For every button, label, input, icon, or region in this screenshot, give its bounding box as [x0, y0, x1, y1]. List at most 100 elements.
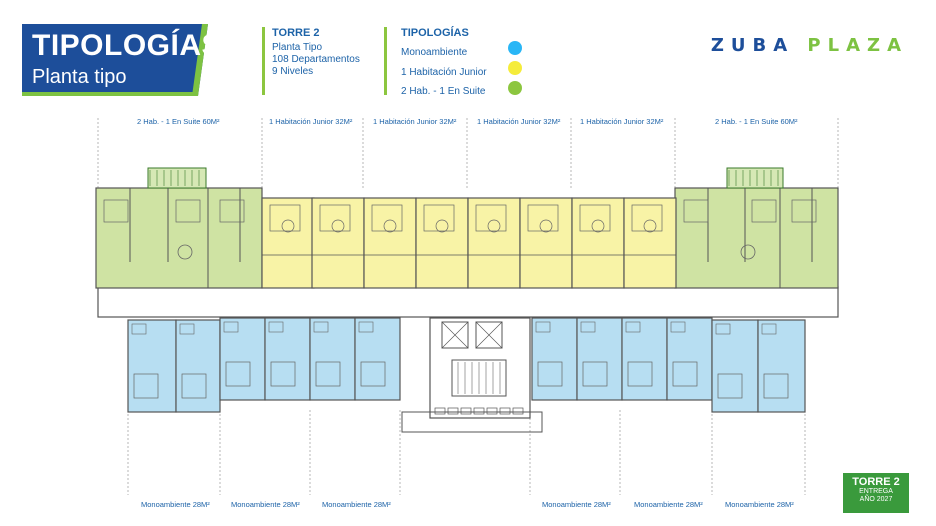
unit-label-top: 1 Habitación Junior 32M²	[269, 117, 353, 126]
unit-label-bottom: Monoambiente 28M²	[231, 500, 300, 509]
tower-line: Planta Tipo	[272, 42, 323, 53]
storage-box	[460, 407, 472, 415]
title-box: TIPOLOGÍAS Planta tipo	[22, 24, 222, 96]
bed-outline	[175, 199, 201, 223]
unit-label-bottom: Monoambiente 28M²	[542, 500, 611, 509]
storage-box	[499, 407, 511, 415]
unit-label-bottom: Monoambiente 28M²	[322, 500, 391, 509]
bath-outline	[715, 323, 731, 335]
bath-outline	[223, 321, 239, 333]
legend-bar	[384, 27, 387, 95]
bath-outline	[179, 323, 195, 335]
unit-monoambiente	[354, 317, 401, 401]
badge-line: ENTREGA	[859, 488, 893, 495]
unit-1-hab-junior	[311, 197, 365, 289]
legend-heading: TIPOLOGÍAS	[401, 27, 469, 42]
bed-outline	[315, 361, 341, 387]
bed-outline	[270, 361, 296, 387]
stair-well	[451, 359, 507, 397]
unit-monoambiente	[175, 319, 221, 413]
elevator-shaft	[441, 321, 469, 349]
bed-outline	[537, 361, 563, 387]
tower-info: TORRE 2 Planta Tipo 108 Departamentos 9 …	[272, 27, 360, 78]
legend-swatch	[508, 81, 522, 95]
page-title: TIPOLOGÍAS	[32, 29, 223, 62]
dining-table	[740, 244, 756, 260]
unit-1-hab-junior	[363, 197, 417, 289]
bed-outline	[791, 199, 817, 223]
unit-label-top: 2 Hab. - 1 En Suite 60M²	[137, 117, 220, 126]
unit-monoambiente	[711, 319, 759, 413]
table-outline	[435, 219, 449, 233]
bath-outline	[268, 321, 284, 333]
table-outline	[591, 219, 605, 233]
bath-outline	[580, 321, 596, 333]
badge-title: TORRE 2	[852, 476, 900, 488]
elevator-shaft	[475, 321, 503, 349]
title-box-bg	[22, 24, 208, 96]
unit-monoambiente	[666, 317, 713, 401]
unit-monoambiente	[531, 317, 578, 401]
unit-label-bottom: Monoambiente 28M²	[725, 500, 794, 509]
legend-item: 1 Habitación Junior	[401, 67, 487, 78]
unit-1-hab-junior	[261, 197, 315, 289]
bed-outline	[582, 361, 608, 387]
bath-outline	[625, 321, 641, 333]
bed-outline	[717, 373, 743, 399]
bed-outline	[672, 361, 698, 387]
elevator-mark	[475, 321, 503, 349]
storage-box	[473, 407, 485, 415]
terrace-right	[726, 167, 784, 189]
unit-label-bottom: Monoambiente 28M²	[141, 500, 210, 509]
tower-line: 9 Niveles	[272, 66, 314, 77]
logo-word-2: PLAZA	[807, 35, 908, 56]
unit-label-bottom: Monoambiente 28M²	[634, 500, 703, 509]
bed-outline	[751, 199, 777, 223]
core-lower-wall	[401, 411, 543, 433]
bed-outline	[133, 373, 159, 399]
storage-box	[447, 407, 459, 415]
bath-outline	[670, 321, 686, 333]
table-outline	[331, 219, 345, 233]
unit-label-top: 1 Habitación Junior 32M²	[477, 117, 561, 126]
unit-1-hab-junior	[519, 197, 573, 289]
bed-outline	[103, 199, 129, 223]
terrace-left	[147, 167, 207, 189]
legend-swatch	[508, 41, 522, 55]
legend-item: Monoambiente	[401, 47, 468, 58]
unit-monoambiente	[264, 317, 311, 401]
table-outline	[643, 219, 657, 233]
bed-outline	[627, 361, 653, 387]
unit-2-hab-left	[95, 187, 263, 289]
badge-line: AÑO 2027	[859, 496, 893, 503]
table-outline	[281, 219, 295, 233]
dining-table	[177, 244, 193, 260]
unit-monoambiente	[309, 317, 356, 401]
tower-info-bar	[262, 27, 265, 95]
tower-heading: TORRE 2	[272, 27, 320, 39]
legend-heading-text: TIPOLOGÍAS	[401, 27, 469, 39]
bed-outline	[360, 361, 386, 387]
brand-logo: ZUBA PLAZA	[711, 35, 908, 56]
unit-monoambiente	[621, 317, 668, 401]
unit-1-hab-junior	[467, 197, 521, 289]
bath-outline	[313, 321, 329, 333]
page-subtitle: Planta tipo	[32, 66, 127, 88]
table-outline	[383, 219, 397, 233]
unit-label-top: 2 Hab. - 1 En Suite 60M²	[715, 117, 798, 126]
storage-box	[512, 407, 524, 415]
bath-outline	[535, 321, 551, 333]
unit-monoambiente	[127, 319, 177, 413]
bath-outline	[358, 321, 374, 333]
storage-box	[434, 407, 446, 415]
elevator-mark	[441, 321, 469, 349]
bed-outline	[225, 361, 251, 387]
tower-badge: TORRE 2 ENTREGA AÑO 2027	[843, 473, 909, 513]
tower-line: 108 Departamentos	[272, 54, 360, 65]
legend-swatch	[508, 61, 522, 75]
unit-monoambiente	[576, 317, 623, 401]
unit-label-top: 1 Habitación Junior 32M²	[580, 117, 664, 126]
unit-1-hab-junior	[571, 197, 625, 289]
unit-1-hab-junior	[623, 197, 677, 289]
